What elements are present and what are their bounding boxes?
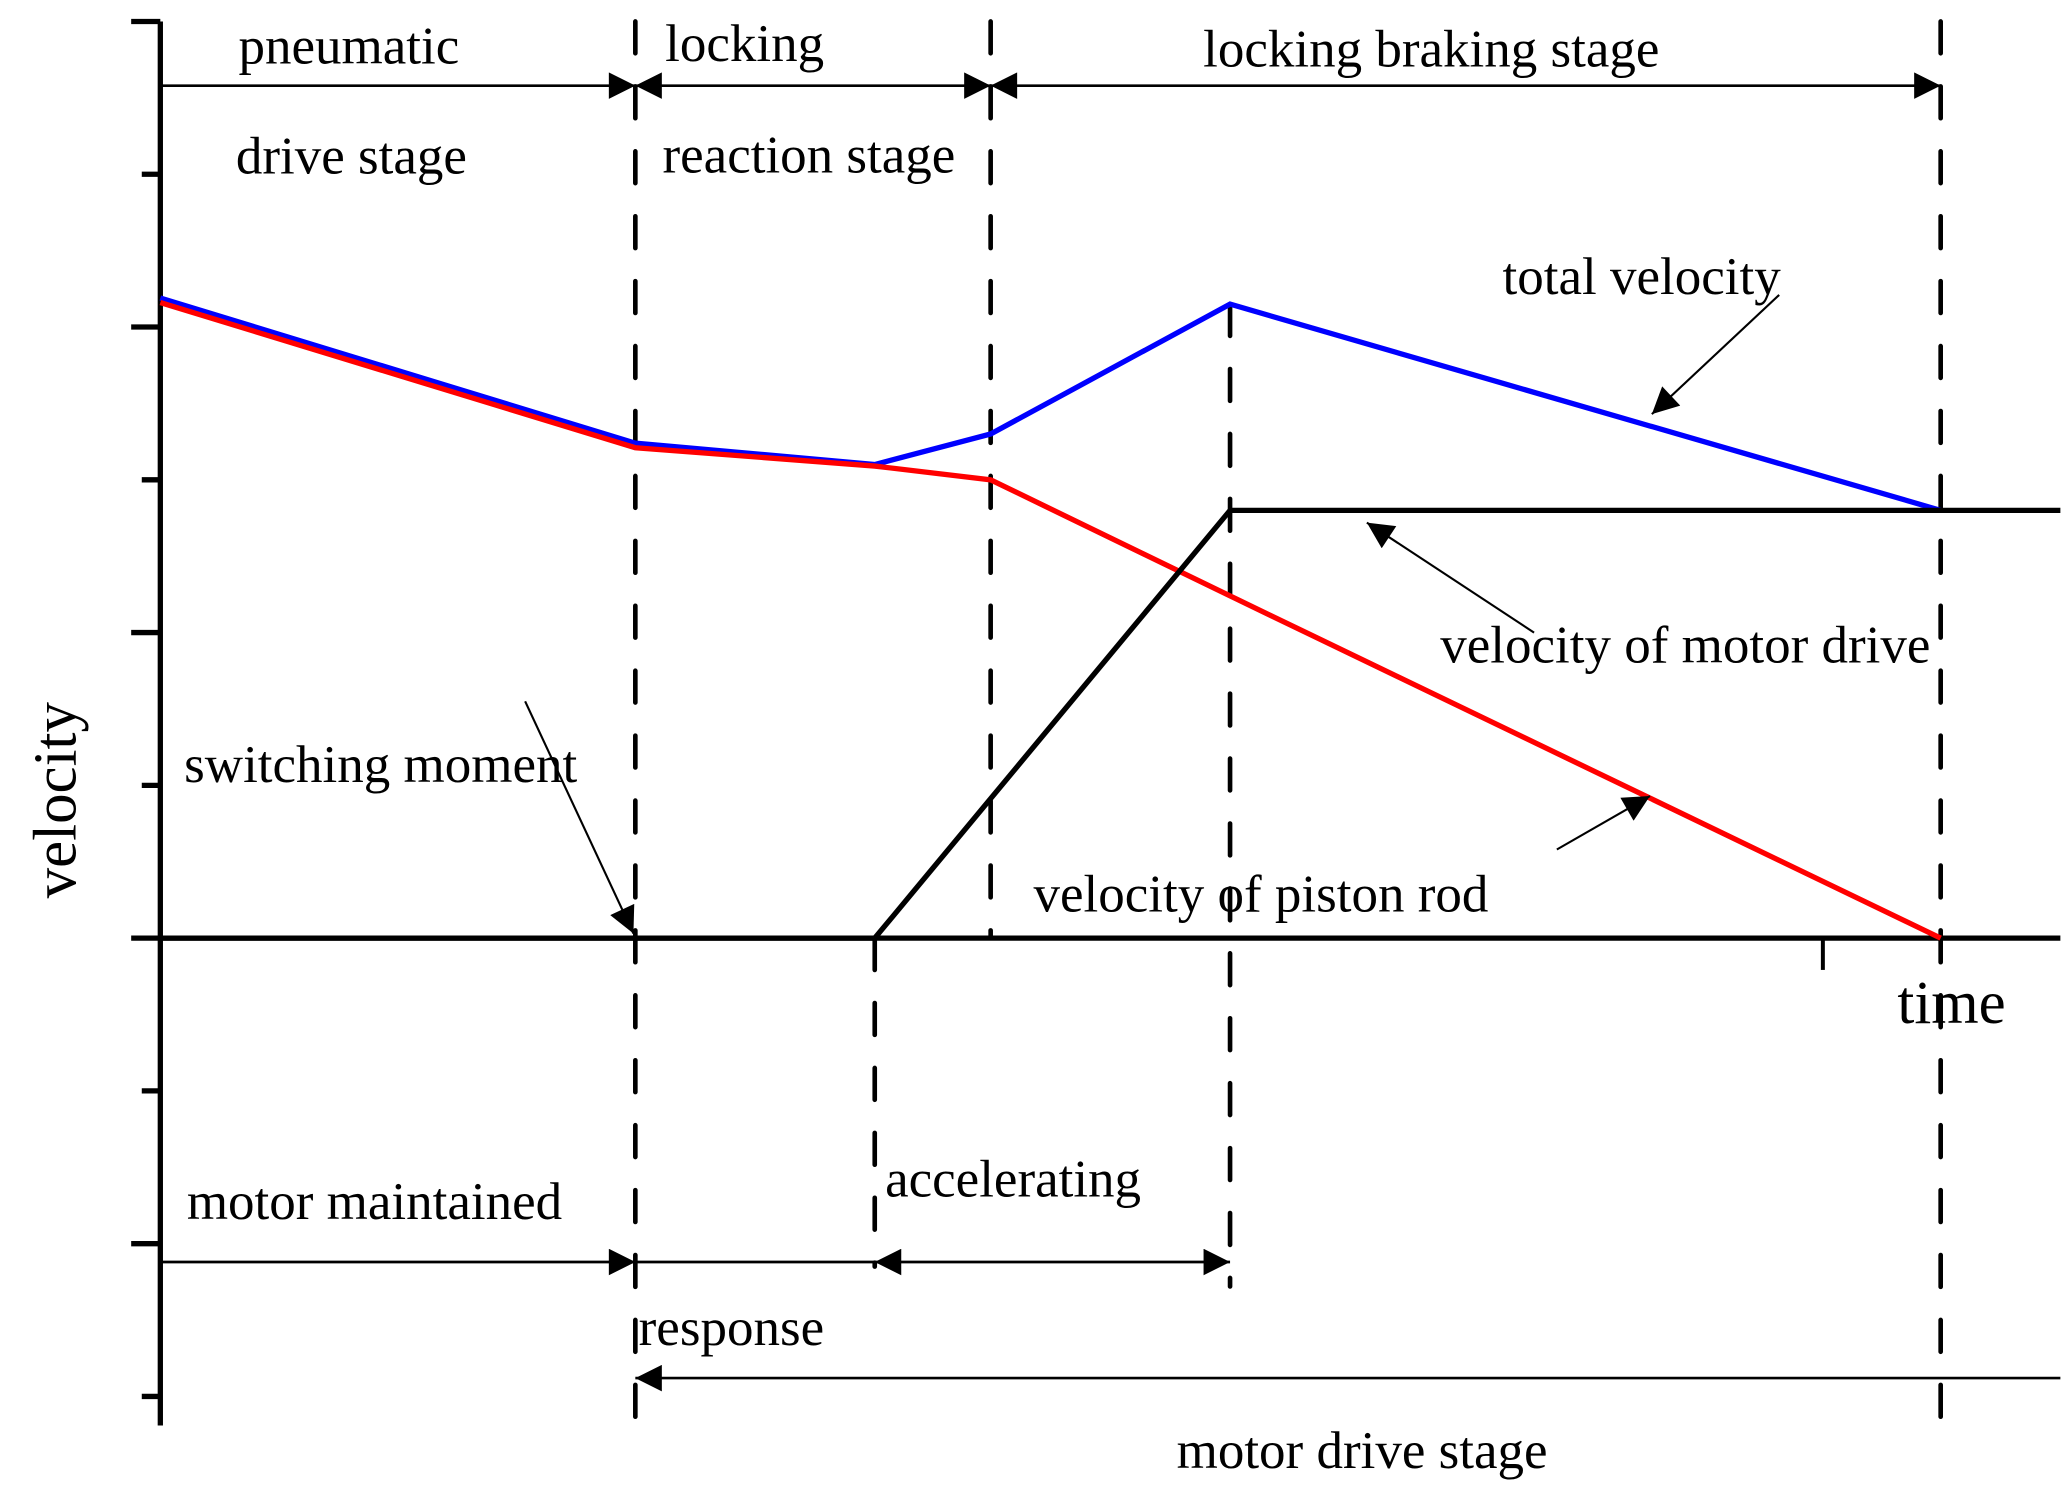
label-total-velocity: total velocity: [1503, 248, 1782, 306]
x-axis-label: time: [1897, 970, 2005, 1037]
stage-spans: [160, 72, 2061, 1392]
label-switching-moment: switching moment: [184, 736, 577, 794]
series-line-velocity-of-piston-rod: [159, 300, 1942, 941]
series-line-velocity-of-motor-drive: [160, 507, 2061, 941]
label-drive-stage: drive stage: [236, 128, 467, 186]
label-accelerating: accelerating: [885, 1151, 1141, 1209]
label-velocity-of-motor-drive: velocity of motor drive: [1440, 617, 1930, 675]
label-motor-drive-stage: motor drive stage: [1177, 1422, 1548, 1480]
series-line-total-velocity: [159, 295, 1942, 513]
label-motor-maintained: motor maintained: [187, 1173, 562, 1231]
switching-moment-pointer: [524, 700, 635, 934]
annotation-pointers: [524, 294, 1780, 934]
total-velocity-pointer: [1651, 294, 1780, 415]
label-locking: locking: [665, 15, 824, 73]
label-pneumatic: pneumatic: [239, 18, 460, 76]
label-response: response: [639, 1299, 824, 1357]
event-lines: [633, 19, 1943, 1445]
motor-drive-pointer: [1366, 521, 1535, 634]
y-axis-label: velocity: [23, 702, 90, 899]
series-lines: [159, 295, 2061, 941]
label-reaction-stage: reaction stage: [662, 126, 955, 184]
label-velocity-of-piston-rod: velocity of piston rod: [1033, 866, 1488, 924]
label-locking-braking-stage: locking braking stage: [1203, 20, 1659, 78]
piston-rod-pointer: [1556, 795, 1651, 851]
